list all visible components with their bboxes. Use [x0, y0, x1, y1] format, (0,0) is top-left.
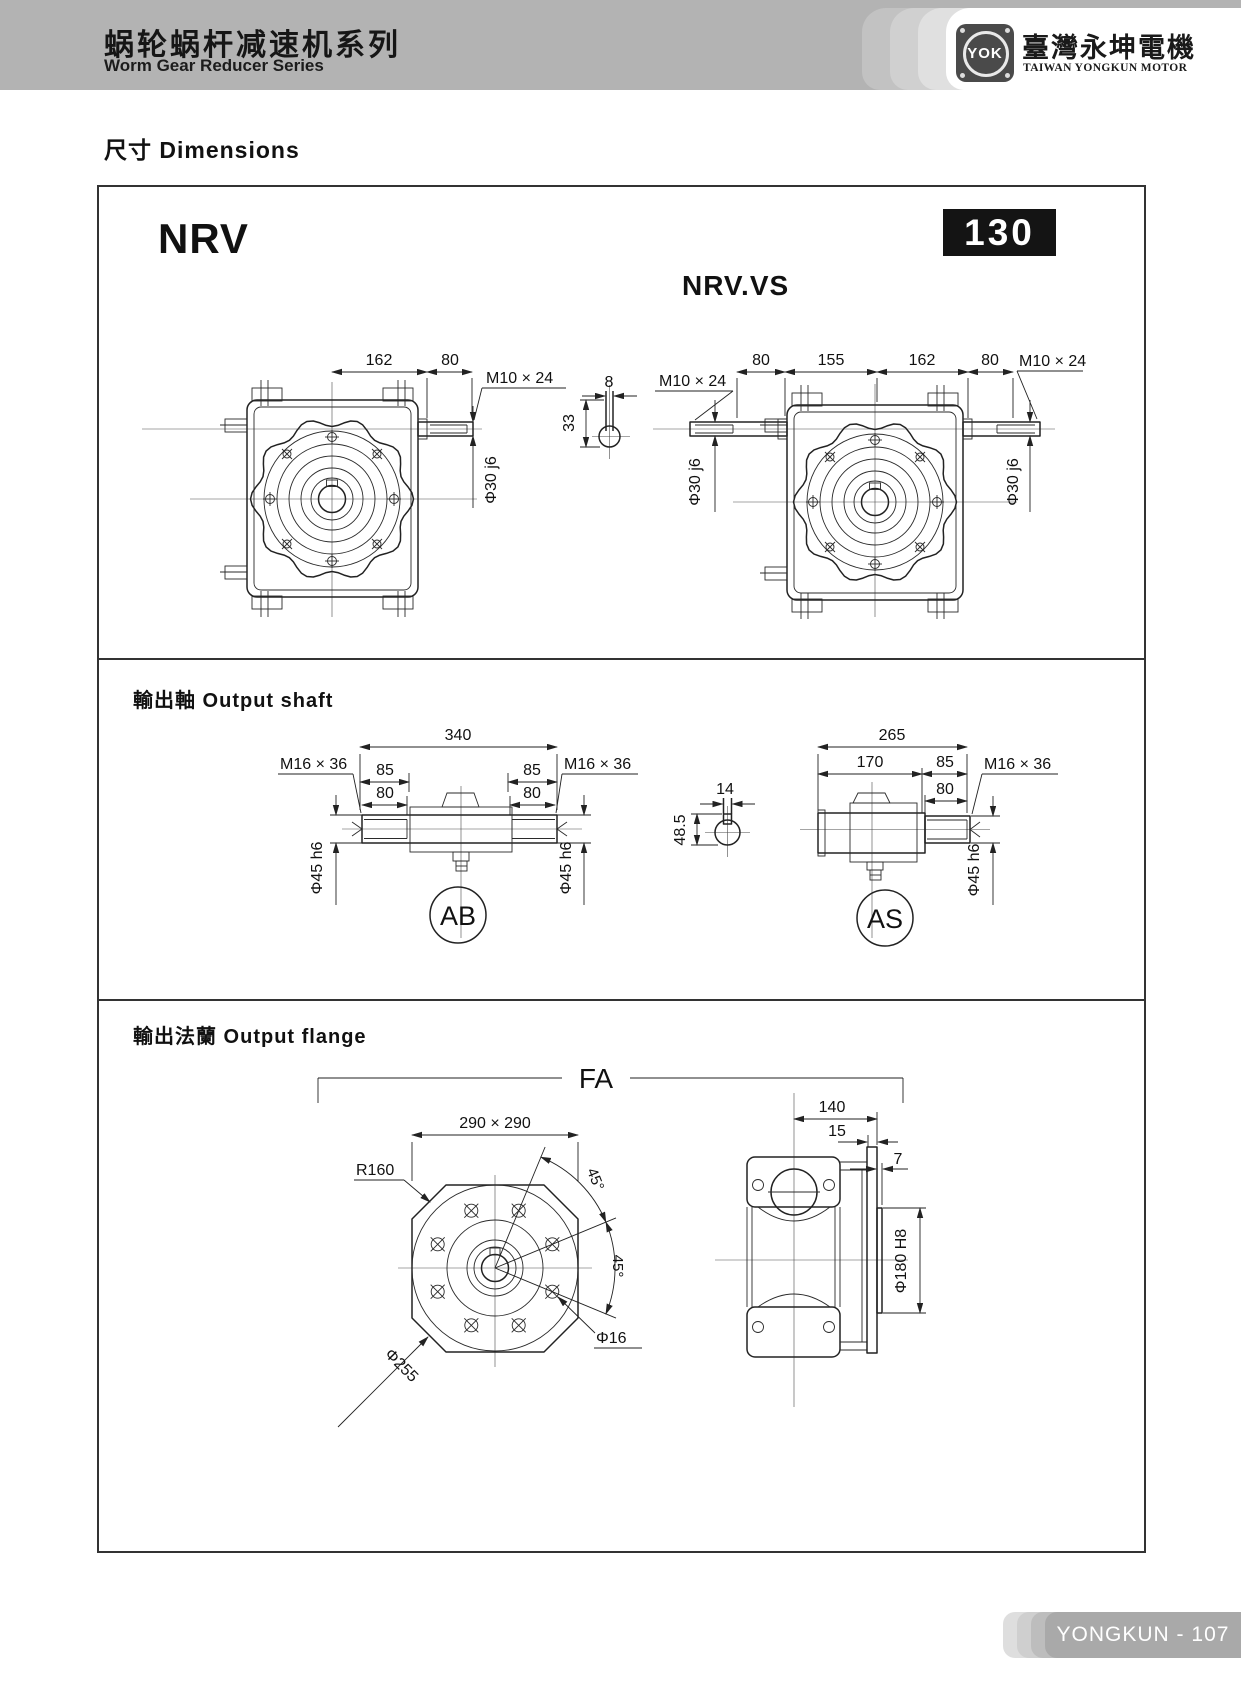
section-divider-2 — [99, 999, 1144, 1001]
dia-45-left-label: Φ45 h6 — [309, 842, 326, 895]
key-width-label: 8 — [605, 374, 614, 391]
output-shaft-as-drawing: 265 170 85 80 M16 × 36 Φ45 h6 AS — [800, 727, 1058, 947]
dia-45-right-label: Φ45 h6 — [558, 842, 575, 895]
dim-80-right-label: 80 — [523, 785, 541, 802]
input-shaft-right — [962, 418, 1041, 440]
dia-255-label: Φ255 — [381, 1346, 421, 1386]
gearbox-side-body — [746, 1146, 883, 1358]
variant-circle-as: AS — [867, 904, 903, 934]
output-shaft-ab-drawing: 340 85 85 80 80 M16 × 36 M16 × 36 — [278, 727, 638, 944]
thread-m16-right-label: M16 × 36 — [564, 756, 631, 773]
page-heading: 尺寸 Dimensions — [104, 137, 300, 163]
series-title-en: Worm Gear Reducer Series — [104, 56, 324, 75]
dim-140-label: 140 — [819, 1099, 846, 1116]
company-name-zh: 臺灣永坤電機 — [1022, 33, 1196, 63]
shaft-dia-right-label: Φ30 j6 — [1005, 458, 1022, 506]
dim-7-label: 7 — [894, 1151, 903, 1168]
logo-screw-dot — [960, 73, 965, 78]
company-name-en: TAIWAN YONGKUN MOTOR — [1023, 62, 1188, 74]
logo-screw-dot — [960, 28, 965, 33]
nrv-front-view-drawing: 162 80 M10 × 24 Φ30 j6 — [142, 352, 566, 617]
header-band: 蜗轮蜗杆减速机系列 Worm Gear Reducer Series YOK 臺… — [0, 0, 1241, 90]
dia-180-label: Φ180 H8 — [893, 1229, 910, 1293]
logo-monogram: YOK — [967, 45, 1003, 62]
shaft-body — [351, 792, 568, 872]
radius-r160-label: R160 — [356, 1162, 394, 1179]
dim-15-label: 15 — [828, 1123, 846, 1140]
gearbox-face — [792, 423, 958, 581]
dim-162-label: 162 — [366, 352, 393, 369]
logo-screw-dot — [1005, 73, 1010, 78]
dim-85-label: 85 — [936, 754, 954, 771]
dim-80-left-label: 80 — [376, 785, 394, 802]
fa-bracket: FA — [317, 1063, 904, 1103]
yok-logo-icon: YOK — [956, 24, 1014, 82]
angle-45-label-1: 45° — [583, 1166, 607, 1193]
drawing-frame — [97, 185, 1146, 1553]
logo-ring — [963, 31, 1009, 77]
dia-45-label: Φ45 h6 — [966, 844, 983, 897]
variant-circle-ab: AB — [440, 901, 476, 931]
output-flange-side-drawing: 140 15 7 Φ180 H8 — [715, 1093, 926, 1407]
key-height-label: 48.5 — [672, 814, 689, 845]
dim-80-label: 80 — [936, 781, 954, 798]
shaft-dia-left-label: Φ30 j6 — [687, 458, 704, 506]
output-key-section-drawing: 14 48.5 — [672, 781, 755, 857]
output-flange-heading: 輸出法蘭 Output flange — [133, 1026, 367, 1048]
shaft-body — [817, 792, 981, 881]
model-size-badge: 130 — [943, 209, 1056, 256]
square-290-label: 290 × 290 — [459, 1115, 531, 1132]
flange-plate — [411, 1184, 579, 1353]
thread-m16-left-label: M16 × 36 — [280, 756, 347, 773]
dim-265-label: 265 — [879, 727, 906, 744]
dim-80-left-label: 80 — [752, 352, 770, 369]
footer-bar — [1045, 1612, 1241, 1658]
angle-45-label-2: 45° — [609, 1255, 626, 1278]
section-divider-1 — [99, 658, 1144, 660]
dim-85-right-label: 85 — [523, 762, 541, 779]
variant-label-nrv: NRV — [158, 215, 249, 262]
key-width-label: 14 — [716, 781, 734, 798]
dim-340-label: 340 — [445, 727, 472, 744]
input-shaft-left — [689, 418, 788, 440]
key-height-label: 33 — [561, 414, 578, 432]
fa-label: FA — [579, 1063, 614, 1094]
gearbox-body — [220, 380, 419, 617]
gearbox-face — [249, 420, 415, 578]
shaft-dia-label: Φ30 j6 — [483, 456, 500, 504]
input-key-section-drawing: 8 33 — [561, 374, 637, 459]
logo-screw-dot — [1005, 28, 1010, 33]
thread-m10-right-label: M10 × 24 — [1019, 353, 1086, 370]
dim-155-label: 155 — [818, 352, 845, 369]
variant-label-nrv-vs: NRV.VS — [682, 270, 790, 301]
output-shaft-heading: 輸出軸 Output shaft — [133, 690, 334, 712]
dia-16-label: Φ16 — [596, 1330, 627, 1347]
thread-m10-label: M10 × 24 — [486, 370, 553, 387]
dim-162-label: 162 — [909, 352, 936, 369]
footer-page-ref: YONGKUN - 107 — [1056, 1623, 1230, 1646]
output-flange-front-drawing: 45° 45° 290 × 290 R160 Φ255 Φ16 — [337, 1115, 642, 1428]
dim-80-label: 80 — [441, 352, 459, 369]
series-title-zh: 蜗轮蜗杆减速机系列 — [104, 29, 401, 62]
thread-m16-label: M16 × 36 — [984, 756, 1051, 773]
input-shaft — [417, 418, 474, 440]
thread-m10-left-label: M10 × 24 — [659, 373, 726, 390]
dim-85-left-label: 85 — [376, 762, 394, 779]
dim-80-right-label: 80 — [981, 352, 999, 369]
dim-170-label: 170 — [857, 754, 884, 771]
nrv-vs-front-view-drawing: 80 155 162 80 M10 × 24 M10 × 24 Φ30 j6 Φ… — [653, 352, 1086, 619]
